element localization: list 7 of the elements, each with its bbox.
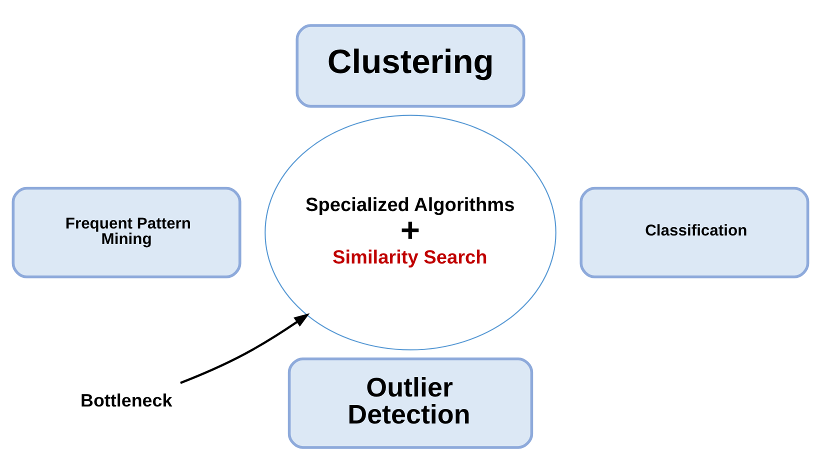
node-box: Clustering	[296, 24, 526, 108]
node-box: Frequent Pattern Mining	[12, 186, 242, 278]
node-text: Bottleneck	[80, 390, 172, 410]
node-box: Classification	[580, 186, 810, 278]
arrow	[180, 312, 310, 384]
node-box: Outlier Detection	[288, 356, 534, 448]
node-ellipse: Specialized Algorithms + Similarity Search	[264, 114, 556, 350]
